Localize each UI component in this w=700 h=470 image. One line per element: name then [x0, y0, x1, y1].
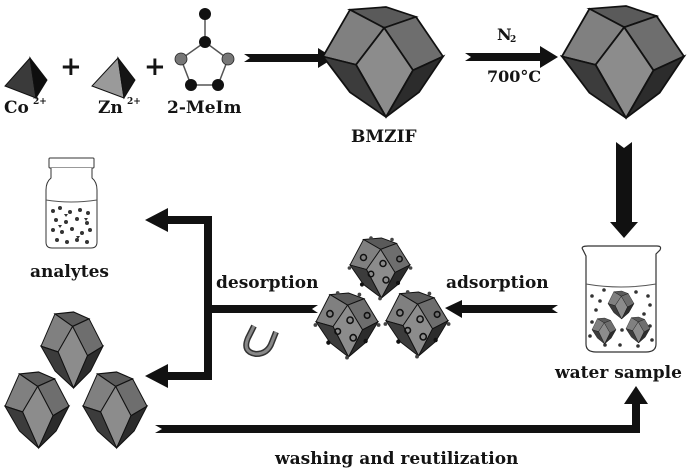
zn-label: Zn — [98, 98, 123, 118]
calcination-arrow — [465, 46, 558, 68]
plus-sign-1: + — [60, 52, 82, 82]
desorption-arrow — [145, 208, 318, 388]
zn-tetrahedron-icon — [91, 56, 136, 100]
bmzif-label: BMZIF — [351, 127, 417, 147]
analytes-label: analytes — [30, 262, 109, 282]
co-charge: 2+ — [33, 97, 47, 107]
temperature-label: 700°C — [487, 67, 541, 86]
water-sample-label: water sample — [554, 363, 682, 383]
adsorption-label: adsorption — [446, 273, 549, 293]
magnet-icon — [243, 324, 279, 358]
ligand-label: 2-MeIm — [167, 98, 241, 118]
n2-subscript: 2 — [510, 35, 516, 45]
recovered-crystal-icon-right — [82, 371, 148, 449]
loaded-adsorbent-icon-top — [348, 236, 413, 300]
n2-label: N — [497, 25, 512, 44]
water-sample-beaker-icon — [581, 245, 662, 353]
2-methylimidazole-molecule-icon — [174, 8, 235, 91]
recovered-crystal-icon-left — [4, 371, 70, 449]
bmzif-crystal-icon — [322, 6, 444, 118]
calcined-crystal-icon — [561, 5, 685, 119]
analytes-vial-icon — [45, 157, 98, 249]
washing-reutilization-arrow — [155, 386, 648, 433]
down-arrow — [610, 142, 638, 238]
plus-sign-2: + — [144, 52, 166, 82]
synthesis-arrow — [244, 48, 334, 68]
loaded-adsorbent-icon-right — [384, 290, 451, 358]
adsorption-arrow — [445, 300, 558, 318]
desorption-label: desorption — [216, 273, 318, 293]
co-tetrahedron-icon — [4, 56, 48, 100]
zn-charge: 2+ — [127, 97, 141, 107]
washing-label: washing and reutilization — [274, 449, 518, 469]
co-label: Co — [4, 98, 29, 118]
loaded-adsorbent-icon-left — [314, 291, 381, 359]
